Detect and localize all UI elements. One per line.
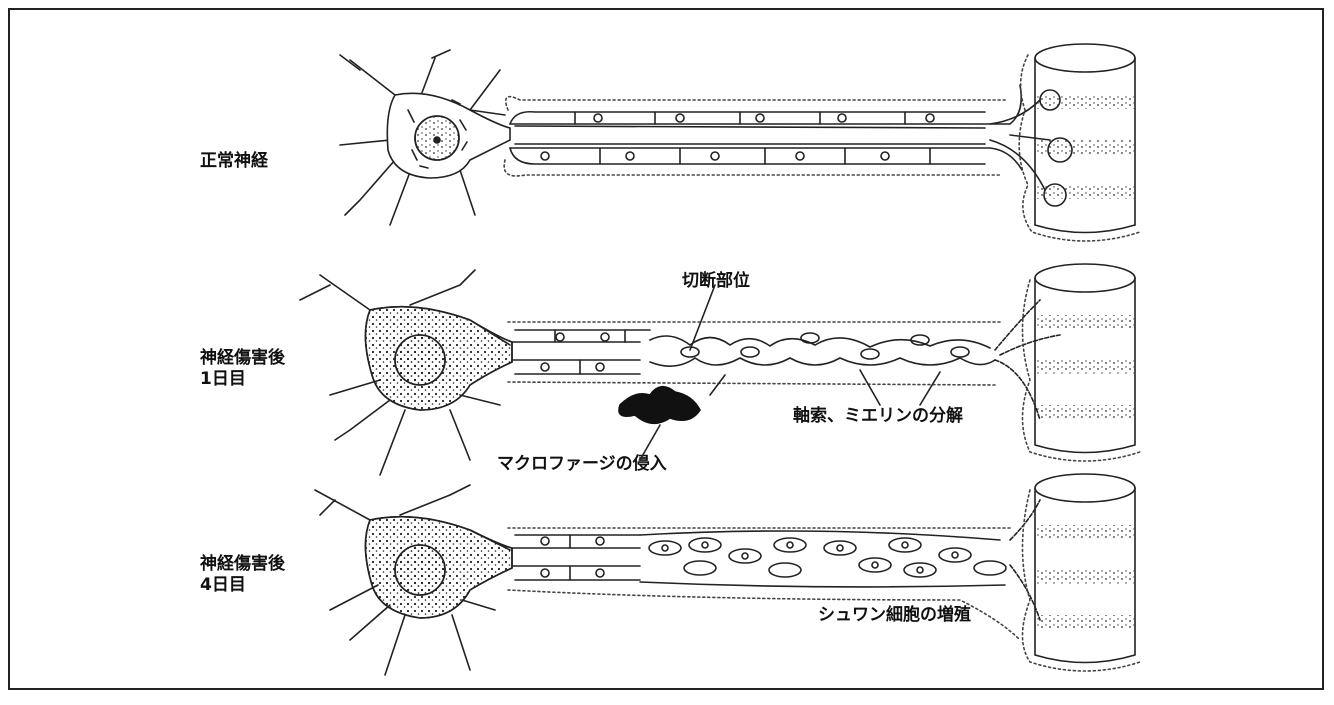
row-day4 <box>315 474 1140 675</box>
row-day1 <box>300 264 1140 475</box>
row-normal <box>340 44 1140 241</box>
